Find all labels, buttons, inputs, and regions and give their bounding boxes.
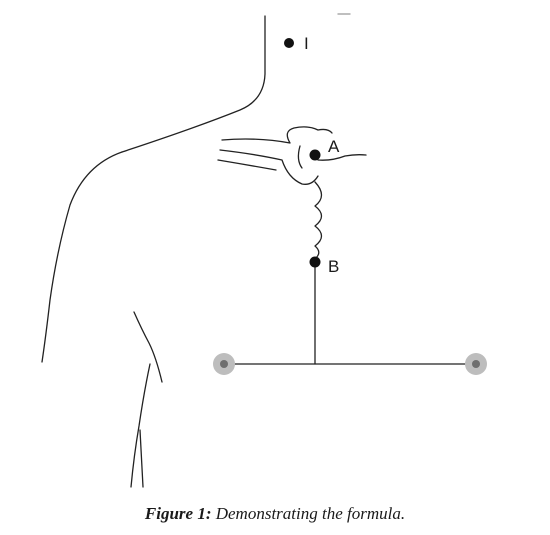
neck-outline	[121, 15, 266, 153]
electrode-left	[213, 353, 235, 375]
forearm-line	[217, 159, 277, 171]
electrode-right	[465, 353, 487, 375]
hand-finger	[297, 145, 303, 169]
hand-outline-lower	[219, 149, 319, 185]
coiled-lead	[314, 181, 323, 259]
torso-fold-line	[139, 429, 144, 488]
shoulder-outline	[41, 151, 123, 363]
caption-text: Demonstrating the formula.	[215, 504, 406, 523]
hand-thumb	[317, 154, 367, 161]
point-a-label: A	[328, 137, 340, 156]
figure-caption: Figure 1: Demonstrating the formula.	[0, 504, 550, 524]
point-a-marker	[309, 149, 321, 161]
arm-inner-outline	[133, 311, 163, 383]
torso-side-outline	[130, 363, 151, 488]
point-b-label: B	[328, 257, 339, 276]
point-i-label: I	[304, 34, 309, 53]
body-figure-diagram: I A B	[41, 13, 487, 488]
caption-label: Figure 1:	[144, 504, 212, 523]
point-b-marker	[309, 256, 321, 268]
hand-outline	[221, 126, 333, 144]
point-i-marker	[284, 38, 294, 48]
